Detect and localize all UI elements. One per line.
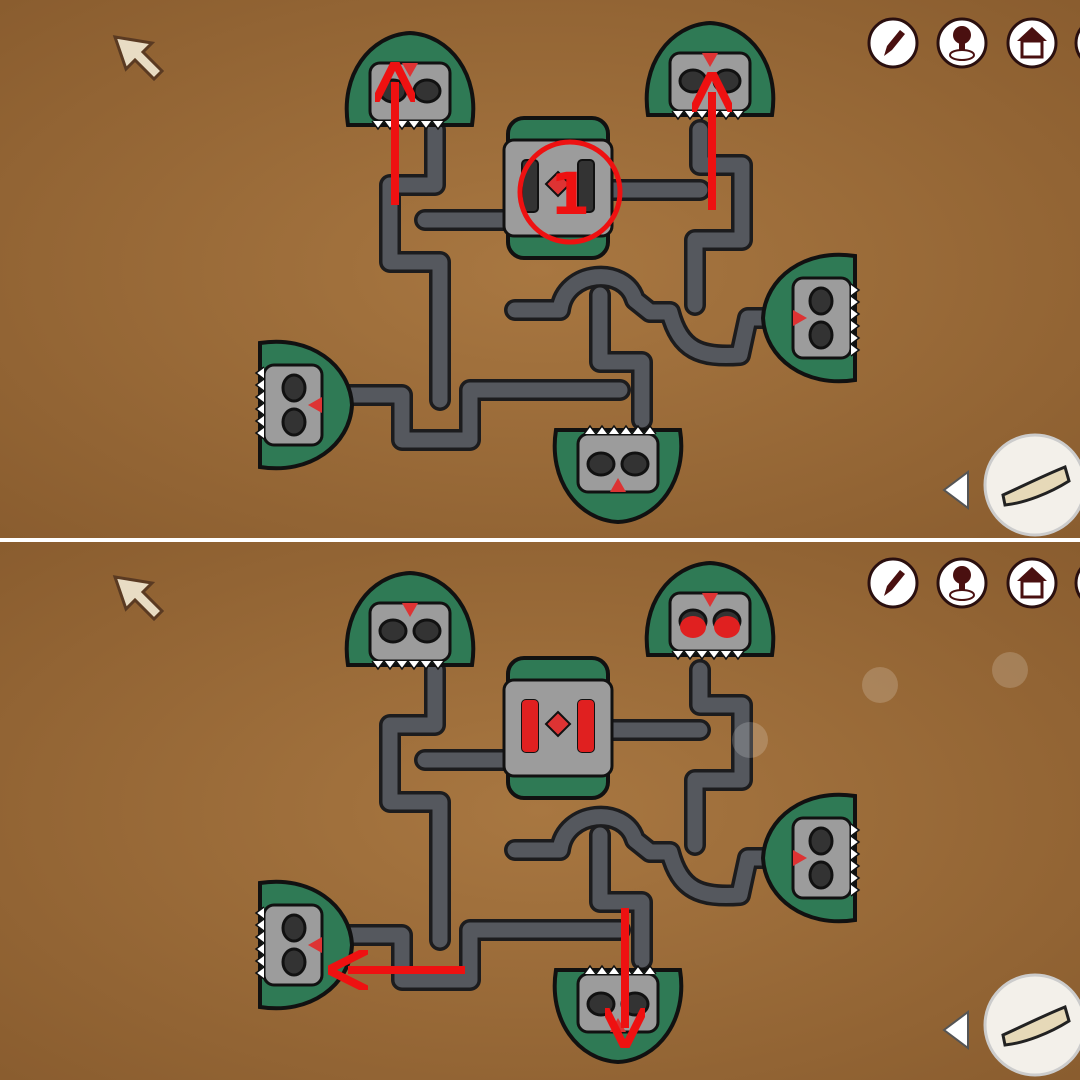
glowing-eyes [522,616,740,752]
panel-step-2 [0,540,1080,1080]
step-number: 1 [550,160,590,228]
panel-step-1: 1 [0,0,1080,540]
board [0,0,1080,540]
board [0,540,1080,1080]
step-circle [517,139,623,245]
